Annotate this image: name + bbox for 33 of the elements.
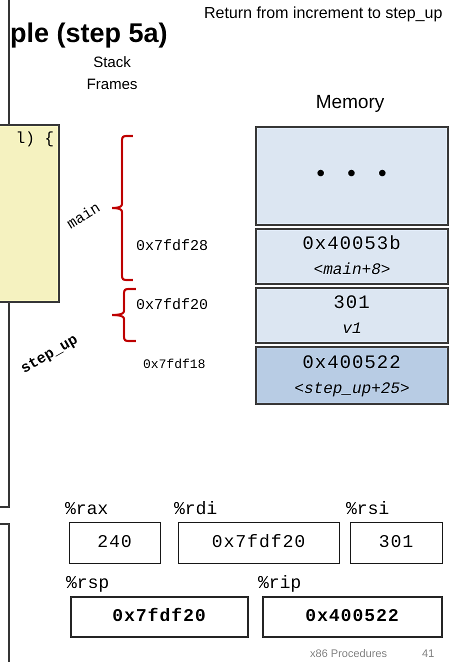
address-label: 0x7fdf20 (136, 297, 208, 314)
ellipsis-text: • • • (313, 161, 390, 191)
annotation-text: <main+8> (314, 260, 390, 280)
memory-cell (255, 228, 449, 285)
memory-cell (255, 287, 449, 344)
register-value: 0x7fdf20 (70, 596, 249, 638)
footer-text: x86 Procedures (310, 648, 388, 660)
frame-label: main (64, 200, 104, 234)
memory-cell (255, 346, 449, 405)
register-value: 301 (350, 522, 443, 564)
code-text: l) { (16, 130, 54, 148)
annotation-text: v1 (342, 318, 362, 340)
register-name: %rsi (346, 499, 390, 522)
register-value: 0x7fdf20 (178, 522, 340, 564)
value-text: 301 (333, 290, 371, 316)
register-value: 0x400522 (262, 596, 443, 638)
register-name: %rsp (66, 573, 110, 596)
heading-text: Memory (314, 92, 386, 114)
annotation-text: <step_up+25> (294, 378, 410, 400)
code-box (0, 124, 60, 303)
value-text: 0x400522 (302, 350, 402, 376)
register-name: %rdi (174, 499, 218, 522)
page-number: 41 (422, 648, 434, 660)
address-label: 0x7fdf28 (136, 238, 208, 255)
caption-text: Return from increment to step_up (204, 4, 444, 24)
register-name: %rax (65, 499, 110, 522)
memory-cell (255, 126, 449, 226)
address-label: 0x7fdf18 (143, 357, 206, 372)
heading-text: Stack Frames (86, 53, 138, 95)
slide-title: ple (step 5a) (10, 17, 168, 50)
register-name: %rip (258, 573, 302, 596)
value-text: 0x40053b (302, 232, 402, 256)
register-value: 240 (69, 522, 161, 564)
